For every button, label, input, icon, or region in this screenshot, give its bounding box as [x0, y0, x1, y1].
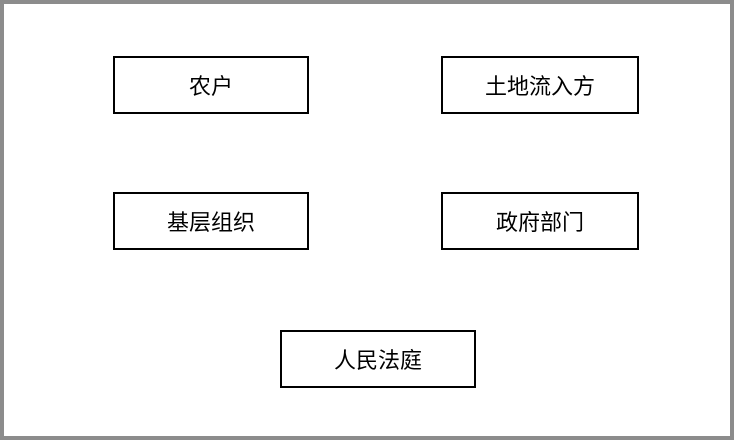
- node-land-transferee: 土地流入方: [441, 56, 639, 114]
- node-land-transferee-label: 土地流入方: [484, 75, 595, 100]
- node-government-department: 政府部门: [441, 192, 639, 250]
- node-grassroots-organization: 基层组织: [113, 192, 309, 250]
- node-farmer-label: 农户: [188, 75, 233, 100]
- node-peoples-court-label: 人民法庭: [333, 349, 422, 374]
- node-grassroots-organization-label: 基层组织: [166, 211, 255, 236]
- node-peoples-court: 人民法庭: [280, 330, 476, 388]
- node-farmer: 农户: [113, 56, 309, 114]
- node-government-department-label: 政府部门: [495, 211, 584, 236]
